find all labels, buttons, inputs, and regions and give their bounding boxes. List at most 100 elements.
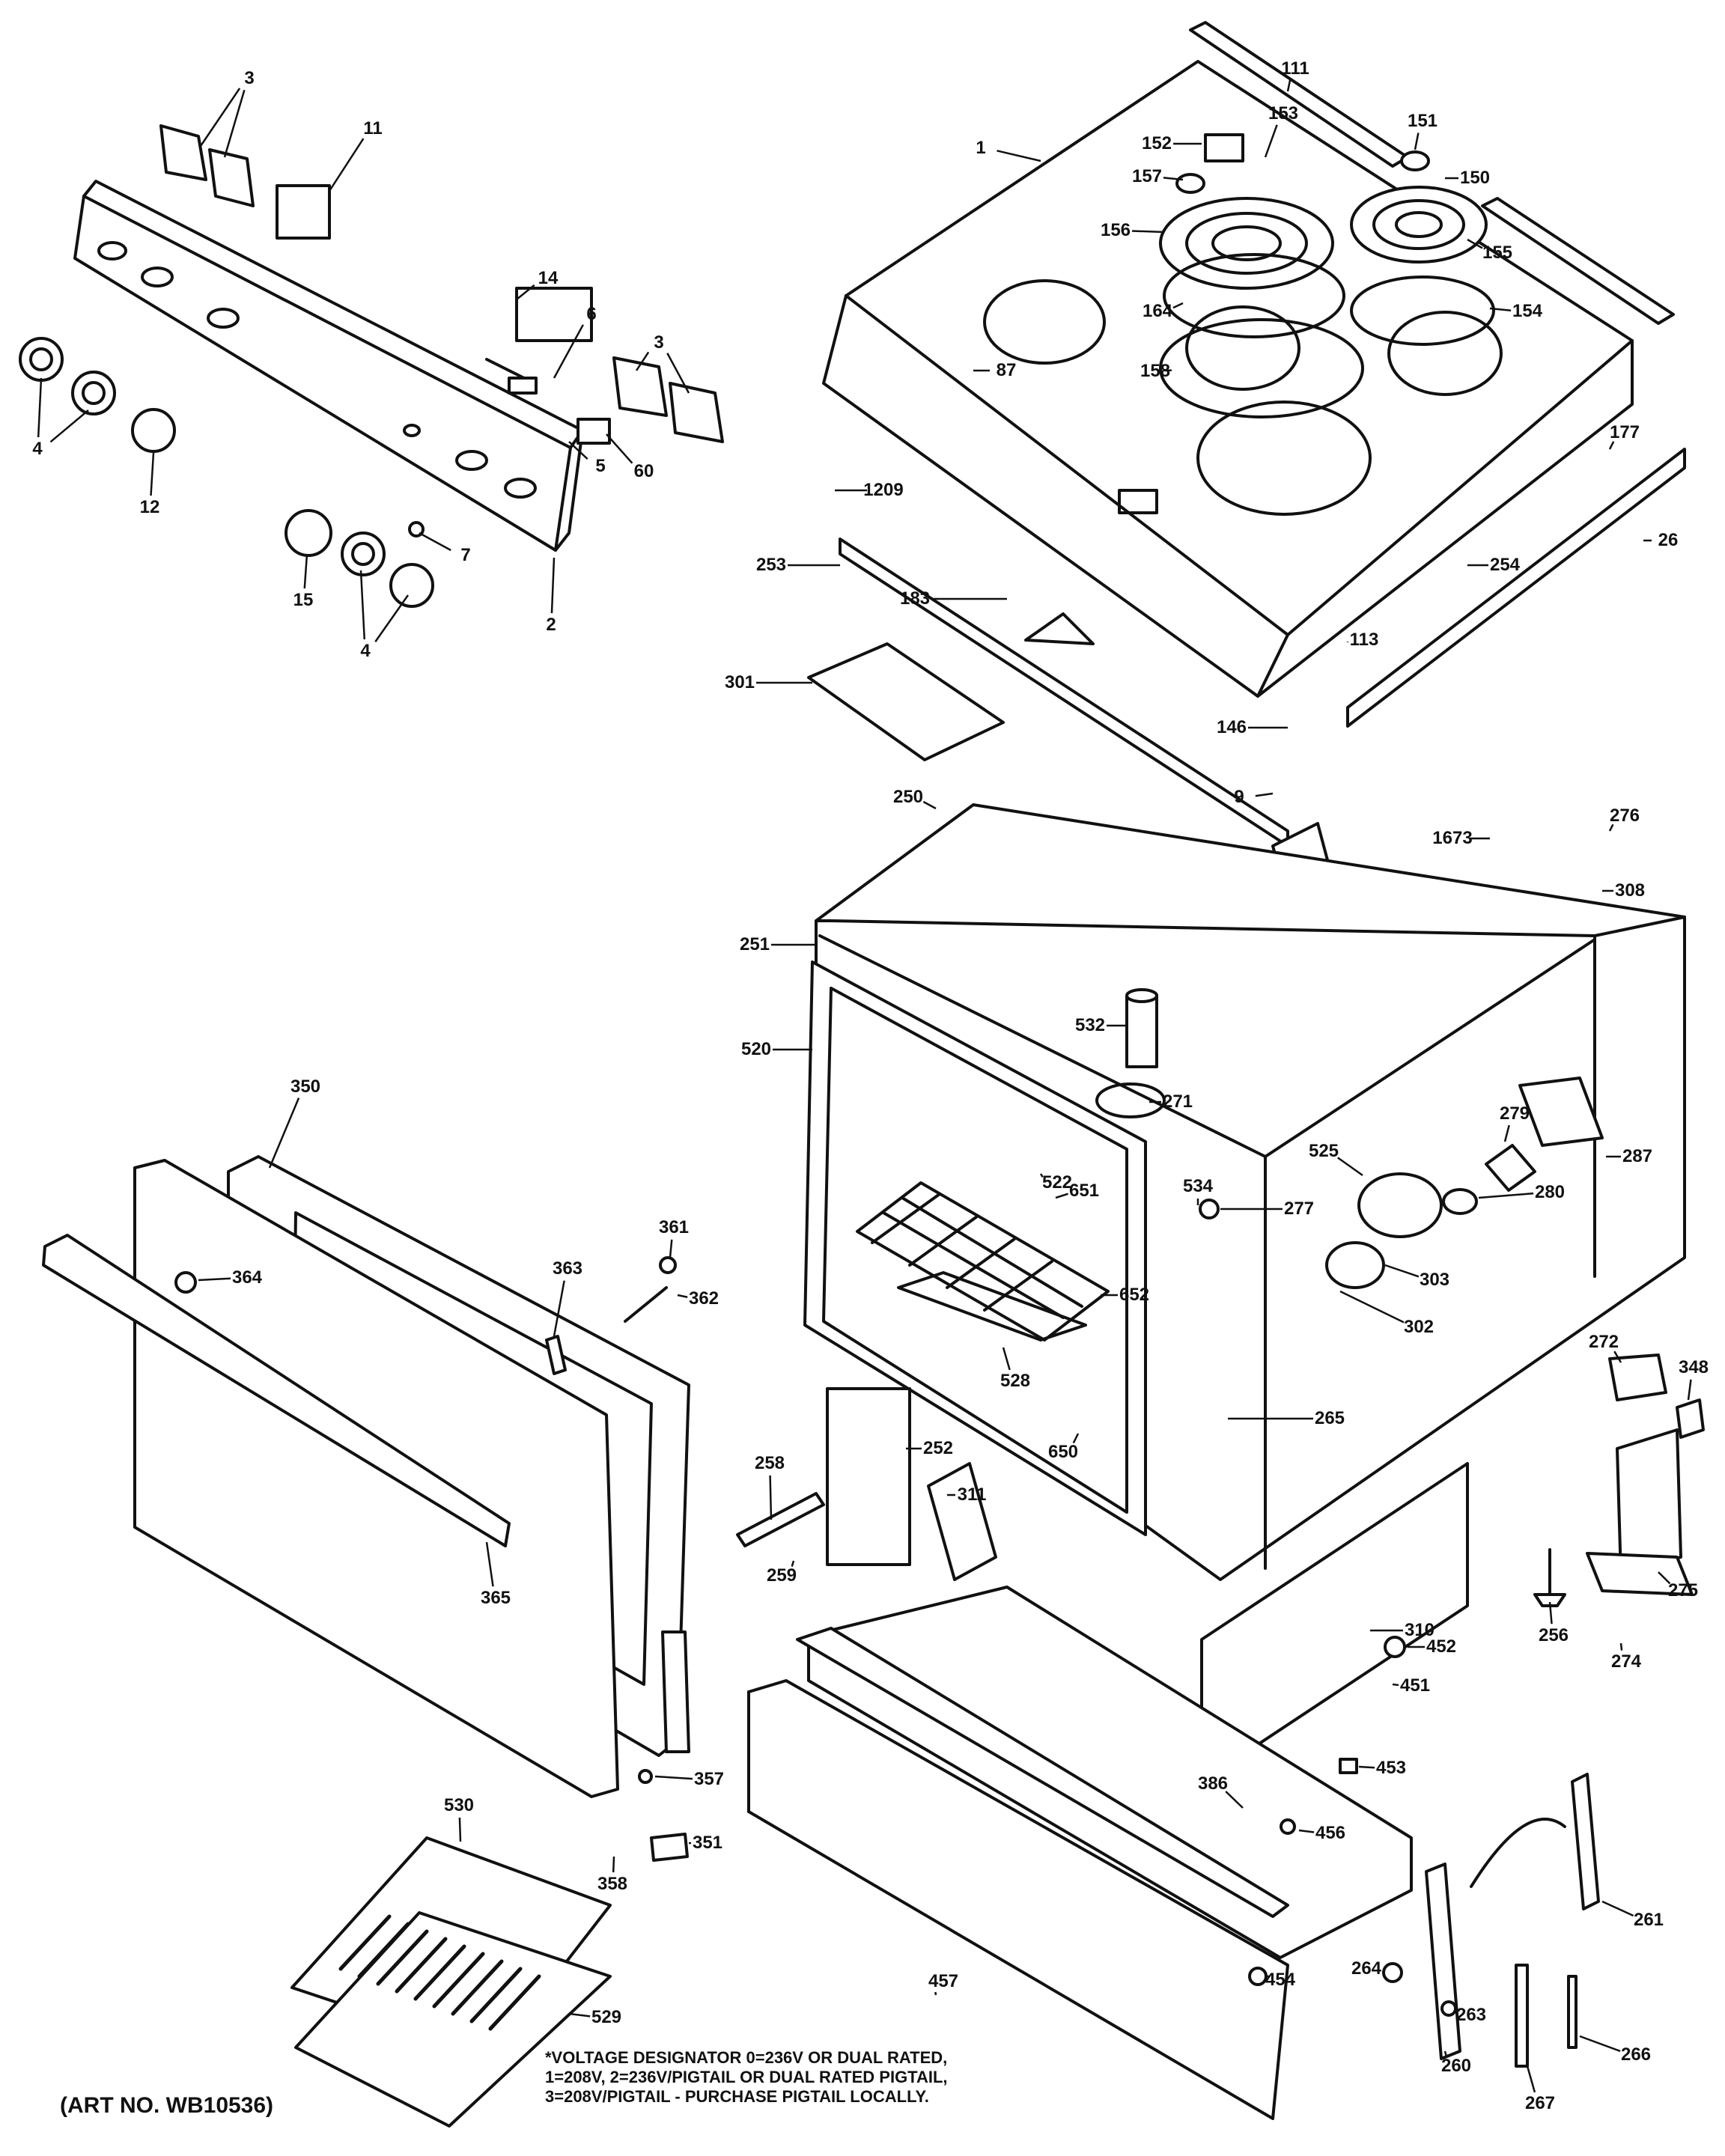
callout-29: 26: [1658, 530, 1679, 550]
oven-rack-651: [856, 1181, 1110, 1342]
callout-89: 457: [928, 1971, 959, 1991]
bake-unit-528: [897, 1271, 1087, 1342]
callout-2: 14: [538, 268, 559, 288]
callout-4: 3: [654, 332, 664, 353]
callout-80: 357: [693, 1769, 725, 1789]
cabinet-body: [803, 803, 1686, 1581]
callout-53: 303: [1419, 1270, 1450, 1290]
callout-23: 164: [1142, 301, 1173, 321]
screw-263: [1440, 2000, 1457, 2017]
callout-60: 650: [1047, 1442, 1079, 1462]
leader-line: [666, 353, 690, 394]
leader-line: [1381, 1970, 1384, 1973]
leader-line: [1414, 133, 1420, 150]
broiler-slots: [338, 1914, 541, 2031]
door-handle-365: [42, 1234, 511, 1547]
callout-11: 4: [360, 641, 371, 661]
part-452: [1384, 1636, 1406, 1658]
ring-164: [1163, 253, 1345, 338]
part-157: [1175, 173, 1205, 194]
callout-50: 651: [1068, 1181, 1100, 1201]
leader-line: [49, 409, 89, 443]
leader-line: [1658, 1571, 1671, 1585]
callout-10: 7: [460, 545, 471, 565]
leader-line: [1172, 302, 1184, 309]
knob-12: [131, 408, 176, 453]
callout-64: 259: [766, 1565, 797, 1586]
part-272: [1608, 1353, 1667, 1401]
leader-line: [1055, 1193, 1068, 1199]
part-271: [1095, 1082, 1166, 1118]
callout-76: 451: [1399, 1675, 1431, 1696]
callout-82: 351: [692, 1833, 723, 1853]
callout-75: 452: [1426, 1636, 1457, 1657]
voltage-note-line-1: *VOLTAGE DESIGNATOR 0=236V OR DUAL RATED…: [545, 2048, 948, 2067]
leader-line: [1608, 823, 1614, 832]
leader-line: [1613, 1350, 1622, 1363]
callout-71: 364: [231, 1267, 263, 1288]
bracket-311: [927, 1462, 997, 1581]
leader-line: [198, 1277, 231, 1282]
slide-260: [1425, 1863, 1461, 2060]
leader-line: [1337, 1157, 1363, 1177]
leader-line: [934, 1991, 937, 1996]
leader-line: [419, 532, 451, 552]
ring-154: [1350, 275, 1495, 346]
callout-34: 301: [724, 672, 755, 692]
cooktop-1: [822, 60, 1634, 698]
callout-1: 11: [363, 118, 383, 138]
leader-line: [1264, 124, 1278, 158]
hinge-door: [661, 1630, 690, 1753]
drawer-body-451: [807, 1586, 1413, 1959]
voltage-note-line-3: 3=208V/PIGTAIL - PURCHASE PIGTAIL LOCALL…: [545, 2087, 929, 2106]
voltage-note: *VOLTAGE DESIGNATOR 0=236V OR DUAL RATED…: [545, 2048, 948, 2107]
leader-line: [1002, 1347, 1011, 1371]
callout-26: 87: [996, 360, 1017, 380]
leader-line: [37, 377, 43, 438]
callout-92: 266: [1620, 2044, 1652, 2065]
callout-55: 652: [1119, 1285, 1150, 1305]
switch-11: [276, 184, 331, 240]
callout-56: 528: [1000, 1371, 1031, 1391]
callout-21: 156: [1100, 220, 1131, 240]
drip-pan-158: [1159, 318, 1364, 418]
cover-275: [1616, 1428, 1682, 1577]
part-453: [1339, 1758, 1358, 1774]
callout-39: 276: [1609, 806, 1640, 826]
leader-line: [374, 594, 410, 642]
leader-line: [1286, 79, 1292, 92]
shield-301: [807, 642, 1005, 761]
part-277: [1199, 1199, 1220, 1219]
callout-88: 454: [1265, 1970, 1296, 1990]
leader-line: [550, 557, 556, 614]
lens-303: [1325, 1241, 1385, 1289]
callout-72: 363: [552, 1258, 583, 1279]
callout-12: 2: [546, 615, 556, 635]
leader-line: [1392, 1683, 1399, 1687]
leader-line: [1687, 1379, 1692, 1401]
leader-line: [606, 433, 633, 464]
callout-61: 252: [922, 1438, 954, 1458]
surface-unit-156: [1159, 197, 1334, 290]
callout-68: 310: [1404, 1620, 1435, 1640]
callout-43: 271: [1162, 1091, 1193, 1112]
leader-line: [922, 800, 937, 810]
callout-78: 386: [1197, 1773, 1229, 1794]
callout-13: 1: [976, 138, 986, 158]
slide-261: [1571, 1773, 1600, 1910]
leader-line: [1503, 1124, 1510, 1142]
screw-456: [1280, 1818, 1296, 1835]
switch-3-left: [159, 124, 255, 207]
callout-45: 287: [1622, 1146, 1653, 1166]
callout-24: 154: [1512, 301, 1543, 321]
callout-52: 277: [1283, 1199, 1315, 1219]
leader-line: [1443, 2050, 1448, 2057]
leader-line: [568, 2012, 591, 2018]
leader-line: [553, 1280, 565, 1337]
knob-15: [285, 509, 332, 557]
leader-line: [1163, 177, 1184, 181]
callout-44: 520: [740, 1039, 772, 1059]
callout-9: 15: [293, 590, 314, 610]
leader-line: [791, 1560, 795, 1567]
leader-line: [612, 1856, 615, 1873]
